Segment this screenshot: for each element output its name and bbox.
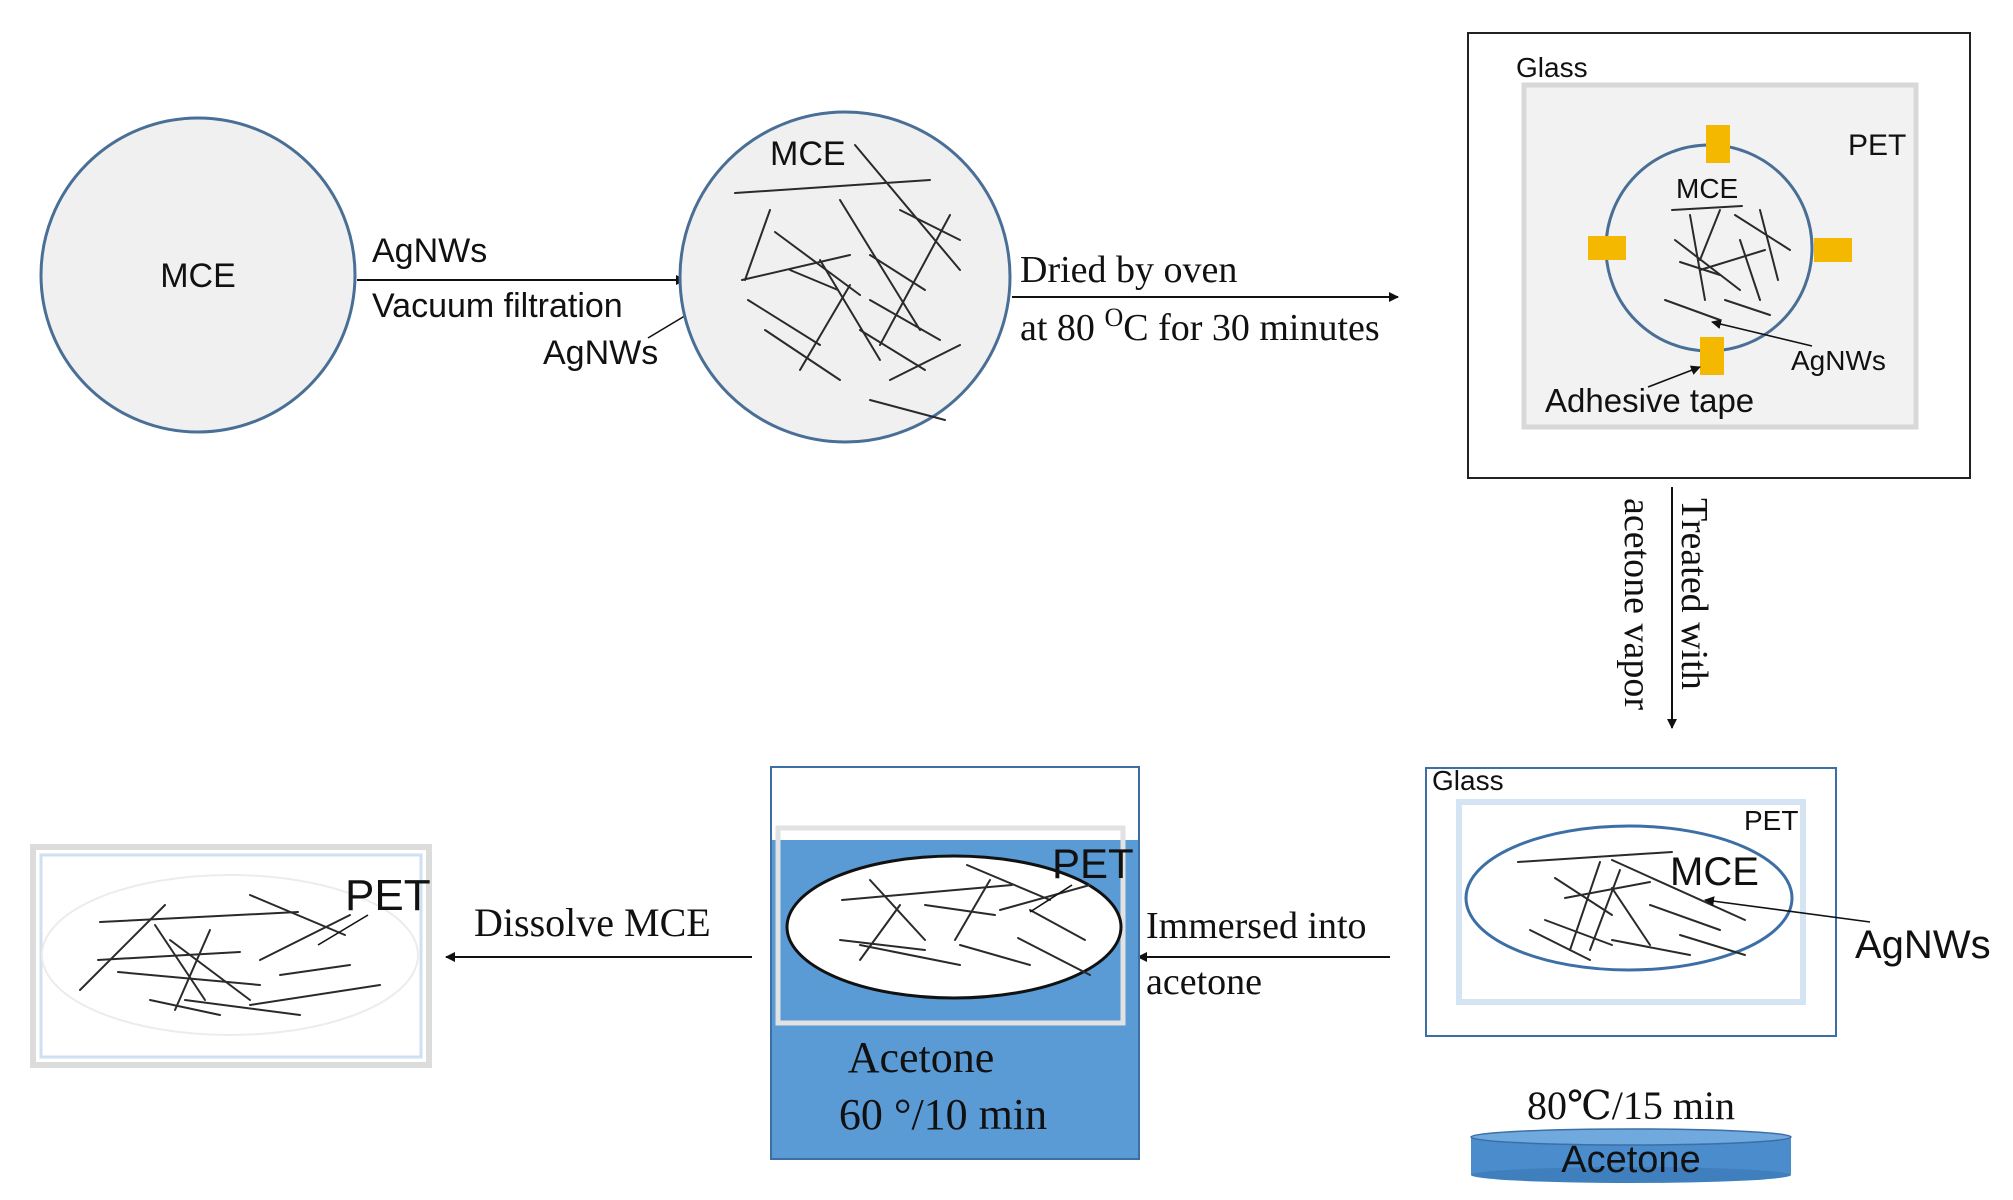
pet-label: PET [1052, 840, 1134, 887]
arrow-immersed-into-acetone: Immersed into acetone [1137, 905, 1390, 1003]
acetone-bath-label: Acetone [848, 1033, 995, 1082]
glass-label: Glass [1432, 765, 1504, 796]
adhesive-tape-label: Adhesive tape [1545, 382, 1754, 419]
pet-label: PET [345, 871, 431, 920]
arrow-dissolve-mce: Dissolve MCE [445, 900, 752, 962]
mce-membrane [1464, 824, 1794, 972]
agnws-pointer [1704, 896, 1871, 923]
step1-mce-filter: MCE [39, 116, 357, 434]
pet-pointer [1029, 884, 1073, 913]
arrow-acetone-vapor: Treated with acetone vapor [1616, 487, 1715, 729]
pet-substrate-inner-edge [39, 853, 423, 1059]
residual-outline [41, 874, 419, 1036]
silver-nanowires [1517, 851, 1746, 961]
arrow-label-acetone: acetone [1146, 961, 1262, 1003]
mce-membrane [785, 854, 1123, 1000]
silver-nanowires [734, 144, 961, 421]
step2-mce-with-agnws: MCE [678, 110, 1012, 444]
arrow-label-vacuum-filtration: Vacuum filtration [372, 287, 623, 325]
silver-nanowires [79, 894, 381, 1016]
mce-label: MCE [160, 257, 236, 295]
mce-label: MCE [1676, 173, 1738, 204]
agnws-label: AgNWs [1791, 345, 1886, 376]
arrow-label-drying-conditions: at 80 OC for 30 minutes [1020, 303, 1380, 349]
step3-taped-assembly: Glass PET MCE AgNWs Adhesive tape [1467, 32, 1971, 479]
pet-label: PET [1744, 805, 1798, 836]
pet-substrate [30, 844, 432, 1068]
pointer-label-agnws: AgNWs [543, 334, 658, 372]
step4-vapor-treatment: Glass PET MCE AgNWs 80℃/15 min Acetone [1425, 765, 1991, 1183]
agnws-label: AgNWs [1855, 923, 1991, 967]
adhesive-tape-left [1588, 236, 1626, 260]
bath-condition-label: 60 °/10 min [839, 1090, 1047, 1139]
silver-nanowires [1664, 205, 1791, 321]
vapor-condition-label: 80℃/15 min [1527, 1083, 1735, 1128]
dish-top [1470, 1128, 1792, 1146]
arrow-dried-by-oven: Dried by oven at 80 OC for 30 minutes [1012, 249, 1399, 349]
agnws-pointer [1711, 319, 1813, 347]
mce-label: MCE [1670, 850, 1759, 894]
adhesive-tape-right [1814, 238, 1852, 262]
glass-label: Glass [1516, 52, 1588, 83]
arrow-label-immersed-into: Immersed into [1146, 905, 1367, 947]
tape-pointer [1647, 365, 1701, 388]
step5-acetone-bath: PET Acetone 60 °/10 min [770, 766, 1140, 1160]
pet-label: PET [1848, 129, 1906, 162]
adhesive-tape-top [1706, 125, 1730, 163]
step6-agnws-on-pet: PET [30, 844, 432, 1068]
silver-nanowires [839, 864, 1091, 976]
arrow-label-treated-with: Treated with [1673, 498, 1715, 690]
pet-substrate [775, 825, 1126, 1026]
mce-membrane [678, 110, 1012, 444]
adhesive-tape-bottom [1700, 337, 1724, 375]
dish-bottom [1471, 1167, 1791, 1183]
acetone-dish-label: Acetone [1561, 1139, 1700, 1181]
arrow-label-dissolve-mce: Dissolve MCE [474, 900, 711, 945]
arrow-vacuum-filtration: AgNWs Vacuum filtration AgNWs [357, 232, 729, 372]
arrow-label-acetone-vapor: acetone vapor [1616, 498, 1658, 710]
arrow-label-agnws: AgNWs [372, 232, 487, 270]
mce-label: MCE [770, 135, 846, 173]
pet-pointer [317, 914, 369, 946]
acetone-dish [1470, 1128, 1792, 1183]
arrow-label-dried-by-oven: Dried by oven [1020, 249, 1237, 291]
mce-membrane [39, 116, 357, 434]
